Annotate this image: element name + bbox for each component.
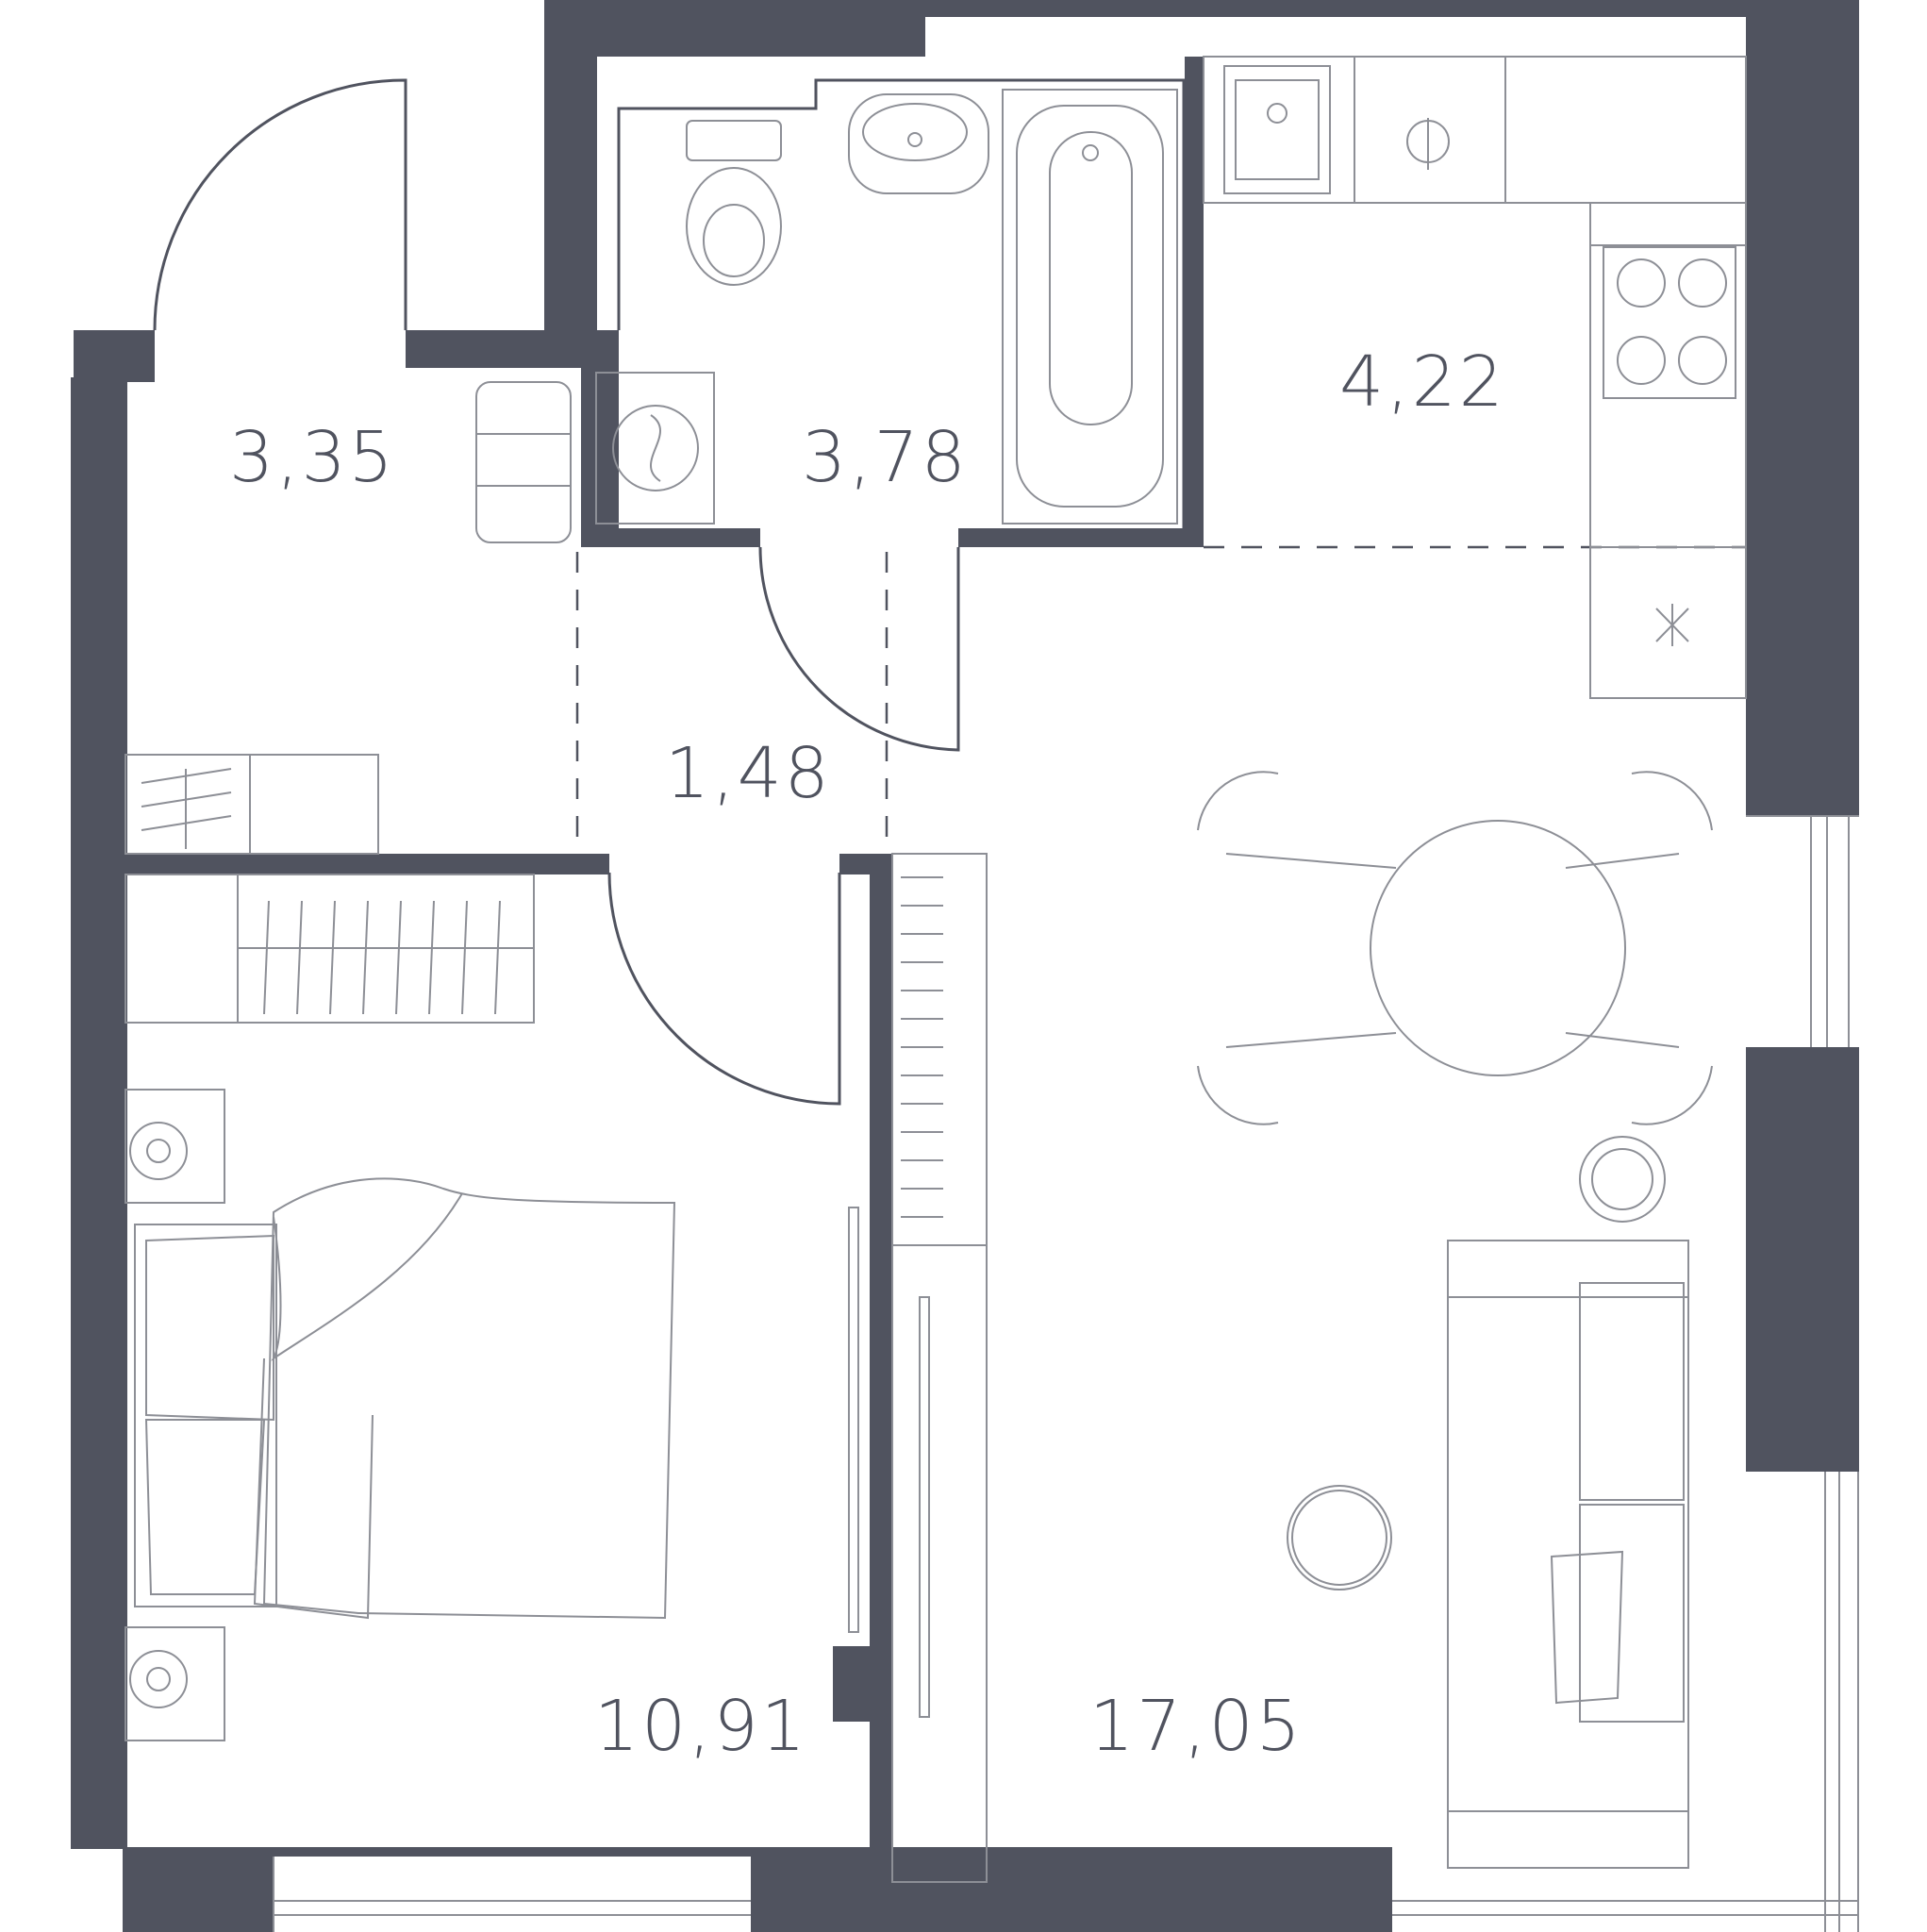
bathroom-area: 3,78 <box>802 417 969 498</box>
doors <box>153 78 960 1106</box>
nightstand-icon <box>125 1089 225 1741</box>
sofa-icon <box>1447 1240 1689 1869</box>
bedroom-wardrobe-icon <box>125 874 535 1024</box>
dining-table-icon <box>1197 771 1713 1125</box>
bathtub-icon <box>1002 89 1178 525</box>
washing-machine-icon <box>595 372 715 525</box>
living-area: 17,05 <box>1089 1686 1304 1767</box>
bed-icon <box>134 1177 676 1620</box>
kitchen-area: 4,22 <box>1339 341 1506 423</box>
walls <box>71 0 1859 1932</box>
toilet-icon <box>686 120 782 286</box>
shelving-icon <box>891 853 988 1883</box>
hall-wardrobe-icon <box>125 754 379 855</box>
bedroom-area: 10,91 <box>594 1686 808 1767</box>
sink-icon <box>848 93 989 194</box>
room-labels: 3,35 3,78 4,22 1,48 10,91 17,05 <box>229 341 1506 1767</box>
coffee-table-icon <box>1287 1136 1666 1591</box>
hall-area: 3,35 <box>229 417 396 498</box>
mirror-icon <box>848 1207 859 1633</box>
zone-separators <box>575 545 1746 854</box>
pouf-icon <box>475 381 572 543</box>
windows <box>273 815 1859 1932</box>
corridor-area: 1,48 <box>665 733 832 814</box>
stove-icon <box>1589 202 1747 699</box>
bathroom-wall-detail <box>617 78 1186 528</box>
kitchen-sink-icon <box>1203 56 1747 204</box>
